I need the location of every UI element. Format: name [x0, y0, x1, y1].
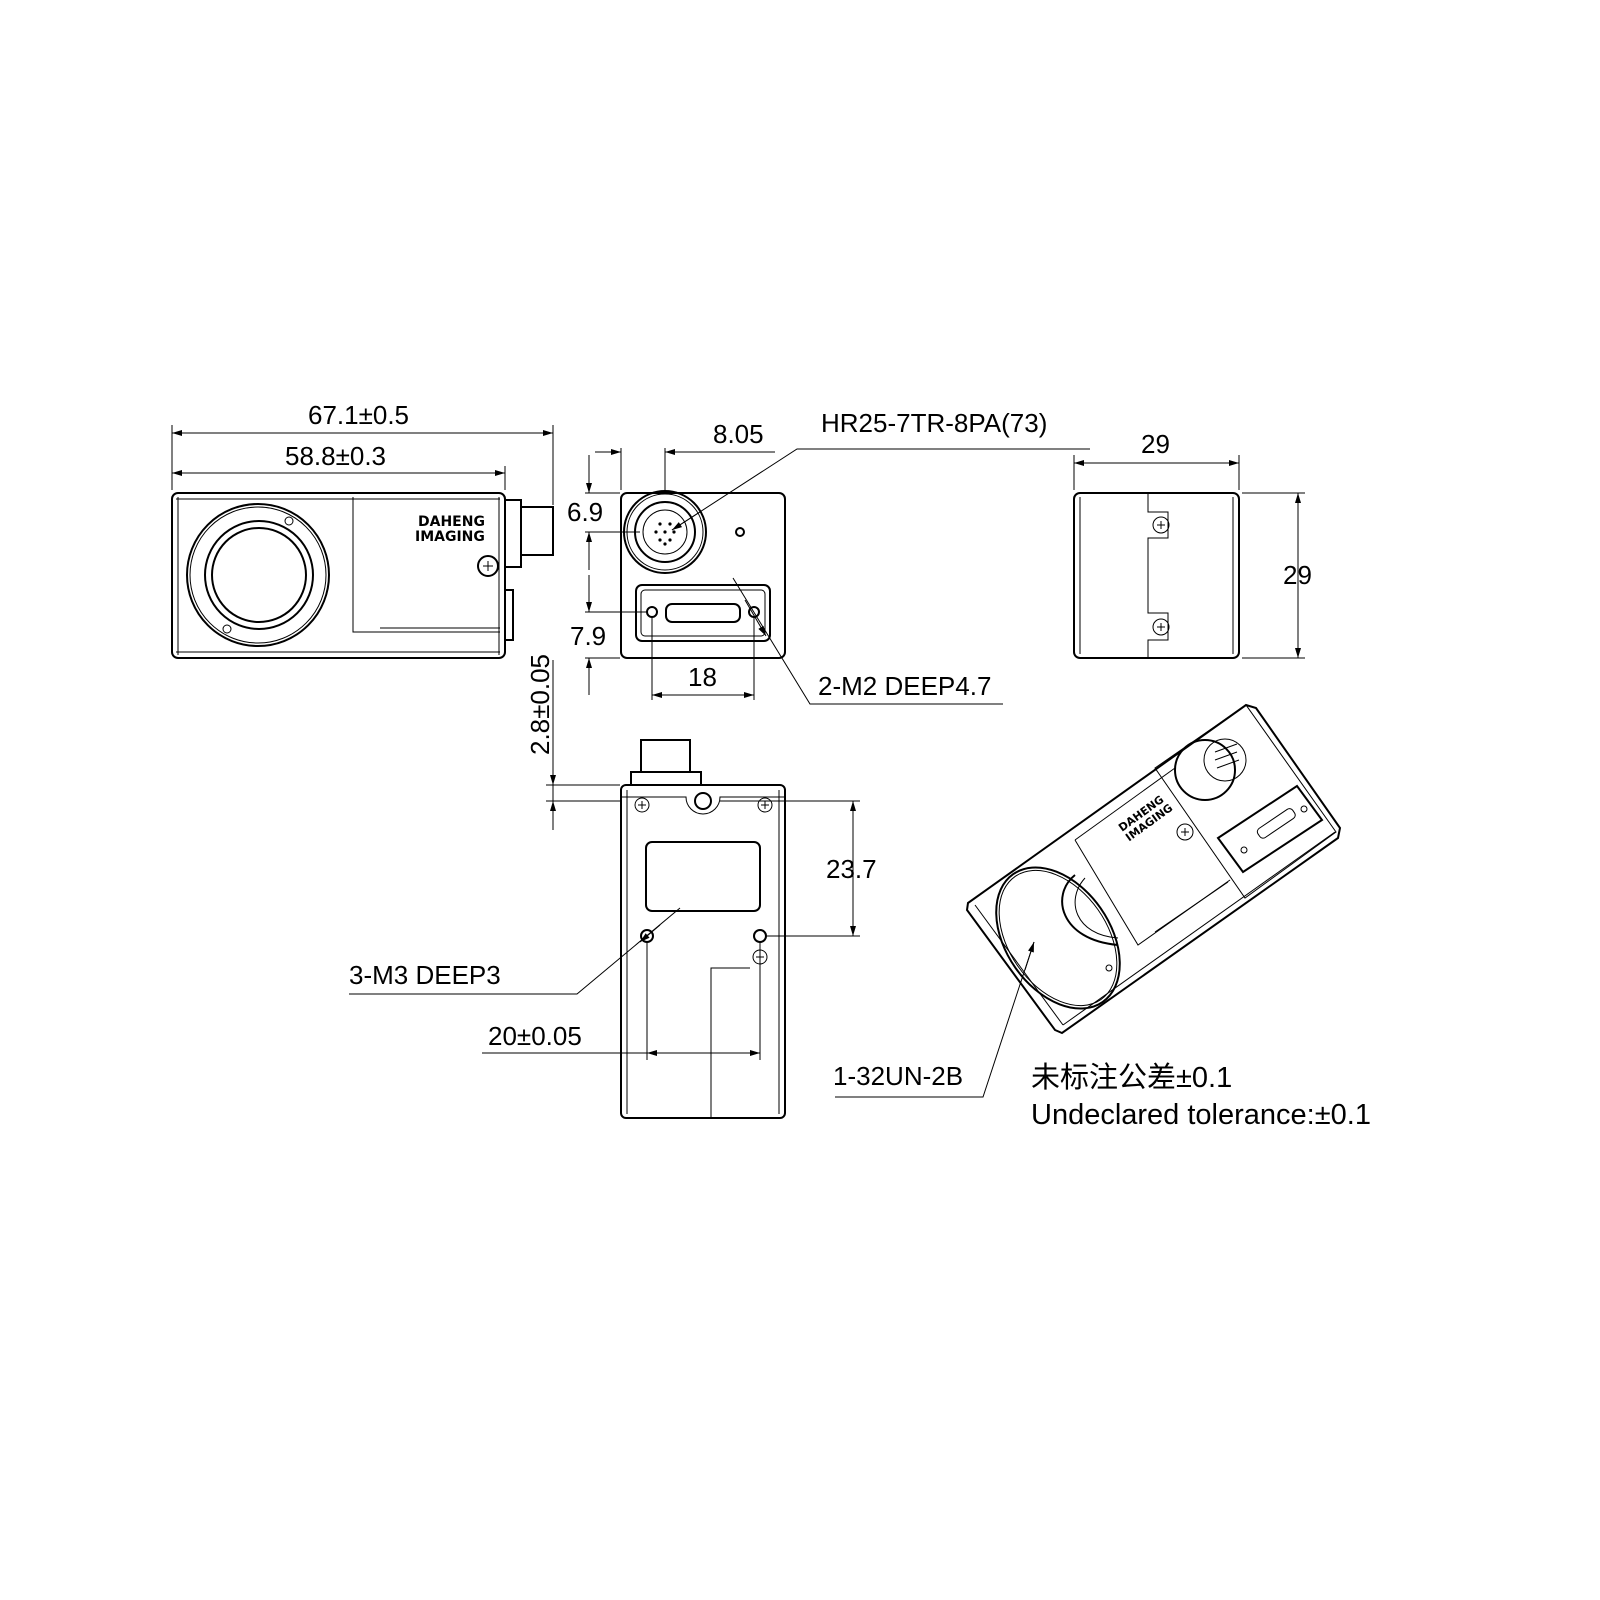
dim-flange-offset: 2.8±0.05	[525, 654, 555, 755]
daheng-logo: DAHENG IMAGING	[415, 514, 485, 545]
connector-callout: HR25-7TR-8PA(73)	[821, 408, 1047, 438]
daheng-logo: DAHENG IMAGING	[1116, 793, 1175, 844]
svg-text:DAHENG: DAHENG	[418, 514, 485, 530]
dim-hole-spacing: 20±0.05	[488, 1021, 582, 1051]
bottom-view: 23.7 20±0.05 3-M3 DEEP3	[349, 739, 877, 1119]
dim-hole-offset: 23.7	[826, 854, 877, 884]
screw-icon	[1152, 618, 1170, 636]
side-view: DAHENG IMAGING 67.1±0.5 58.8±0.3 2.8±0.0…	[171, 400, 620, 830]
screw-icon	[634, 797, 650, 813]
rear-panel-view: 8.05 6.9 7.9 18 HR25-7TR-8PA(73) 2-M2 DE…	[567, 408, 1090, 705]
tolerance-note: 未标注公差±0.1 Undeclared tolerance:±0.1	[1031, 1061, 1371, 1131]
circular-connector	[1174, 738, 1247, 801]
tolerance-note-en: Undeclared tolerance:±0.1	[1031, 1099, 1371, 1131]
dim-connector-offset-y: 6.9	[567, 497, 603, 527]
svg-text:IMAGING: IMAGING	[415, 529, 485, 545]
dim-connector-offset-x: 8.05	[713, 419, 764, 449]
lens-mount	[995, 866, 1121, 1010]
usb-port-plate	[635, 584, 771, 642]
dim-height: 29	[1283, 560, 1312, 590]
end-view: 29 29	[1073, 429, 1312, 659]
dim-usb-offset-y: 7.9	[570, 621, 606, 651]
thread-callout: 1-32UN-2B	[833, 1061, 963, 1091]
dim-body-length: 58.8±0.3	[285, 441, 386, 471]
screw-icon	[1152, 516, 1170, 534]
dim-screw-spacing: 18	[688, 662, 717, 692]
usb-port-plate	[1216, 784, 1324, 874]
isometric-view: DAHENG IMAGING 1-32UN-2B	[833, 703, 1342, 1098]
screw-icon	[757, 797, 773, 813]
screw-icon	[1176, 823, 1194, 841]
hole-callout: 3-M3 DEEP3	[349, 960, 501, 990]
status-led	[735, 527, 745, 537]
dim-overall-length: 67.1±0.5	[308, 400, 409, 430]
screw-icon	[477, 555, 499, 577]
tolerance-note-cn: 未标注公差±0.1	[1031, 1061, 1232, 1094]
dim-width: 29	[1141, 429, 1170, 459]
lens-mount	[186, 503, 330, 647]
connector-plug	[504, 499, 554, 641]
screw-callout: 2-M2 DEEP4.7	[818, 671, 991, 701]
